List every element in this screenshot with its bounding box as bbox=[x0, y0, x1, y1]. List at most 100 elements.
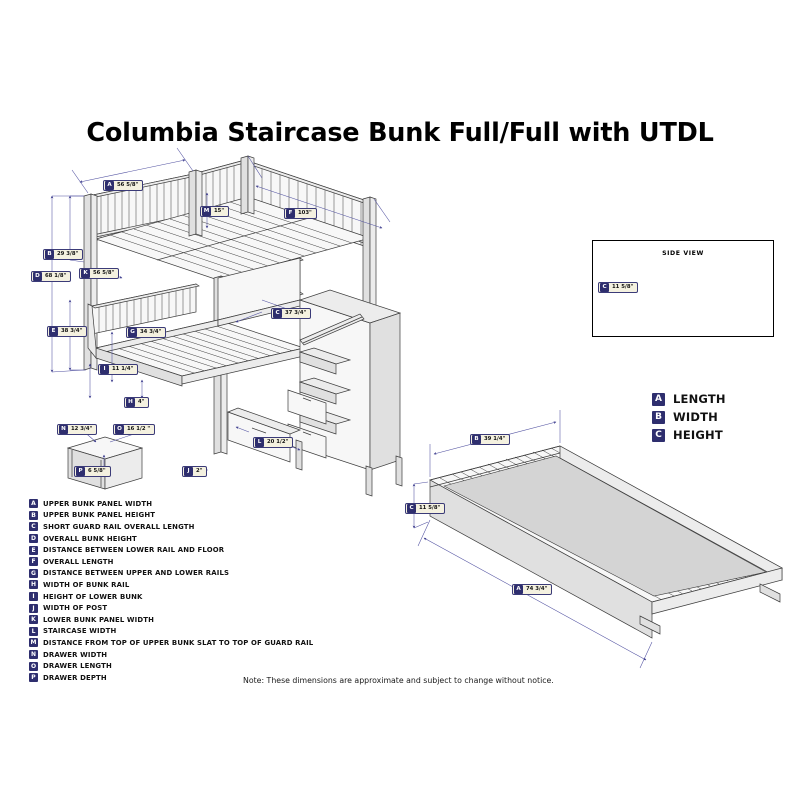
legend-item-a: A UPPER BUNK PANEL WIDTH bbox=[29, 498, 313, 510]
dimension-letter: B bbox=[45, 250, 54, 259]
legend-letter: N bbox=[29, 650, 38, 660]
legend-letter: D bbox=[29, 534, 38, 544]
dimension-value: 56 5/8" bbox=[93, 270, 115, 276]
dimension-letter: H bbox=[126, 398, 135, 407]
dimension-letter: O bbox=[115, 425, 124, 434]
lower-bunk-left-panel bbox=[87, 303, 97, 359]
legend-label: HEIGHT OF LOWER BUNK bbox=[43, 592, 143, 601]
dimension-value: 4" bbox=[138, 399, 145, 405]
key-legend-row-width: B WIDTH bbox=[652, 408, 726, 426]
key-legend-label: WIDTH bbox=[673, 410, 718, 424]
legend-item-p: P DRAWER DEPTH bbox=[29, 672, 313, 684]
disclaimer-note: Note: These dimensions are approximate a… bbox=[243, 676, 554, 685]
dimension-value: 11 5/8" bbox=[612, 284, 634, 290]
dimension-chip-L-staircase-width: L 20 1/2" bbox=[253, 437, 294, 448]
dimension-chip-G-upper-lower-rails: G 34 3/4" bbox=[126, 327, 167, 338]
legend-item-l: L STAIRCASE WIDTH bbox=[29, 626, 313, 638]
dimension-chip-M-slat-to-guard-rail: M 15" bbox=[200, 206, 230, 217]
dimension-value: 11 1/4" bbox=[112, 366, 134, 372]
legend-letter: M bbox=[29, 638, 38, 648]
staircase-legs bbox=[295, 439, 403, 497]
dimension-letter: C bbox=[600, 283, 609, 292]
key-legend-letter: A bbox=[652, 392, 665, 406]
dimension-letter: C bbox=[273, 309, 282, 318]
legend-item-f: F OVERALL LENGTH bbox=[29, 556, 313, 568]
dimension-chip-sideview-C-height: C 11 5/8" bbox=[598, 282, 639, 293]
dimension-letter: P bbox=[76, 467, 85, 476]
dimension-chip-trundle-C-height: C 11 5/8" bbox=[405, 503, 446, 514]
dimension-chip-A-upper-panel-width: A 56 5/8" bbox=[103, 180, 144, 191]
dimension-value: 16 1/2 " bbox=[127, 426, 151, 432]
legend-item-g: G DISTANCE BETWEEN UPPER AND LOWER RAILS bbox=[29, 568, 313, 580]
legend-letter: G bbox=[29, 568, 38, 578]
dimension-chip-E-lower-rail-floor: E 38 3/4" bbox=[47, 326, 88, 337]
dimension-letter: N bbox=[59, 425, 68, 434]
legend-letter: H bbox=[29, 580, 38, 590]
legend-label: DRAWER DEPTH bbox=[43, 673, 107, 682]
key-legend: A LENGTH B WIDTH C HEIGHT bbox=[652, 390, 726, 444]
dimension-value: 37 3/4" bbox=[285, 310, 307, 316]
dimension-chip-I-lower-bunk-height: I 11 1/4" bbox=[98, 364, 139, 375]
key-legend-row-height: C HEIGHT bbox=[652, 426, 726, 444]
dimension-value: 34 3/4" bbox=[140, 329, 162, 335]
legend-item-b: B UPPER BUNK PANEL HEIGHT bbox=[29, 510, 313, 522]
legend-item-i: I HEIGHT OF LOWER BUNK bbox=[29, 591, 313, 603]
dimension-letter: G bbox=[128, 328, 137, 337]
legend-letter: B bbox=[29, 510, 38, 520]
legend-letter: A bbox=[29, 499, 38, 509]
dimension-chip-H-bunk-rail-width: H 4" bbox=[124, 397, 150, 408]
dimension-chip-D-overall-bunk-height: D 68 1/8" bbox=[31, 271, 72, 282]
dimension-chip-trundle-A-length: A 74 3/4" bbox=[512, 584, 553, 595]
dimension-chip-K-lower-panel-width: K 56 5/8" bbox=[79, 268, 120, 279]
legend-label: WIDTH OF POST bbox=[43, 604, 108, 613]
dimension-value: 2" bbox=[196, 468, 203, 474]
legend-letter: O bbox=[29, 661, 38, 671]
dimension-chip-O-drawer-length: O 16 1/2 " bbox=[113, 424, 156, 435]
legend-label: DISTANCE FROM TOP OF UPPER BUNK SLAT TO … bbox=[43, 638, 314, 647]
key-legend-letter: C bbox=[652, 428, 665, 442]
dimension-value: 11 5/8" bbox=[419, 505, 441, 511]
dimension-letter: A bbox=[105, 181, 114, 190]
dimension-chip-P-drawer-depth: P 6 5/8" bbox=[74, 466, 111, 477]
legend-letter: I bbox=[29, 592, 38, 602]
legend-label: SHORT GUARD RAIL OVERALL LENGTH bbox=[43, 522, 195, 531]
legend-label: OVERALL BUNK HEIGHT bbox=[43, 534, 137, 543]
dimension-chip-F-overall-length: F 103" bbox=[284, 208, 317, 219]
legend-letter: K bbox=[29, 615, 38, 625]
dimension-letter: E bbox=[49, 327, 58, 336]
legend-label: WIDTH OF BUNK RAIL bbox=[43, 580, 130, 589]
dimension-value: 15" bbox=[214, 208, 225, 214]
dimension-chip-C-short-guard-rail: C 37 3/4" bbox=[271, 308, 312, 319]
legend-label: LOWER BUNK PANEL WIDTH bbox=[43, 615, 155, 624]
key-legend-label: LENGTH bbox=[673, 392, 726, 406]
legend-letter: L bbox=[29, 626, 38, 636]
legend-label: UPPER BUNK PANEL WIDTH bbox=[43, 499, 153, 508]
legend-label: STAIRCASE WIDTH bbox=[43, 627, 117, 636]
legend-letter: F bbox=[29, 557, 38, 567]
dimension-value: 68 1/8" bbox=[45, 273, 67, 279]
dimension-chip-N-drawer-width: N 12 3/4" bbox=[57, 424, 98, 435]
dimension-letter: M bbox=[202, 207, 211, 216]
key-legend-letter: B bbox=[652, 410, 665, 424]
dimension-value: 20 1/2" bbox=[267, 439, 289, 445]
legend-label: UPPER BUNK PANEL HEIGHT bbox=[43, 511, 156, 520]
legend-letter: P bbox=[29, 673, 38, 683]
legend-letter: C bbox=[29, 522, 38, 532]
dimension-value: 6 5/8" bbox=[88, 468, 106, 474]
legend-label: DISTANCE BETWEEN UPPER AND LOWER RAILS bbox=[43, 569, 230, 578]
key-legend-label: HEIGHT bbox=[673, 428, 723, 442]
drawer-detail-drawing bbox=[66, 436, 144, 490]
legend-label: OVERALL LENGTH bbox=[43, 557, 114, 566]
dimension-value: 12 3/4" bbox=[71, 426, 93, 432]
dimension-letter: J bbox=[184, 467, 193, 476]
legend-label: DRAWER WIDTH bbox=[43, 650, 108, 659]
dimension-value: 74 3/4" bbox=[526, 586, 548, 592]
dimension-legend-list: A UPPER BUNK PANEL WIDTH B UPPER BUNK PANE… bbox=[29, 498, 313, 684]
dimension-letter: L bbox=[255, 438, 264, 447]
dimension-chip-B-upper-panel-height: B 29 3/8" bbox=[43, 249, 84, 260]
dimension-value: 29 3/8" bbox=[57, 251, 79, 257]
